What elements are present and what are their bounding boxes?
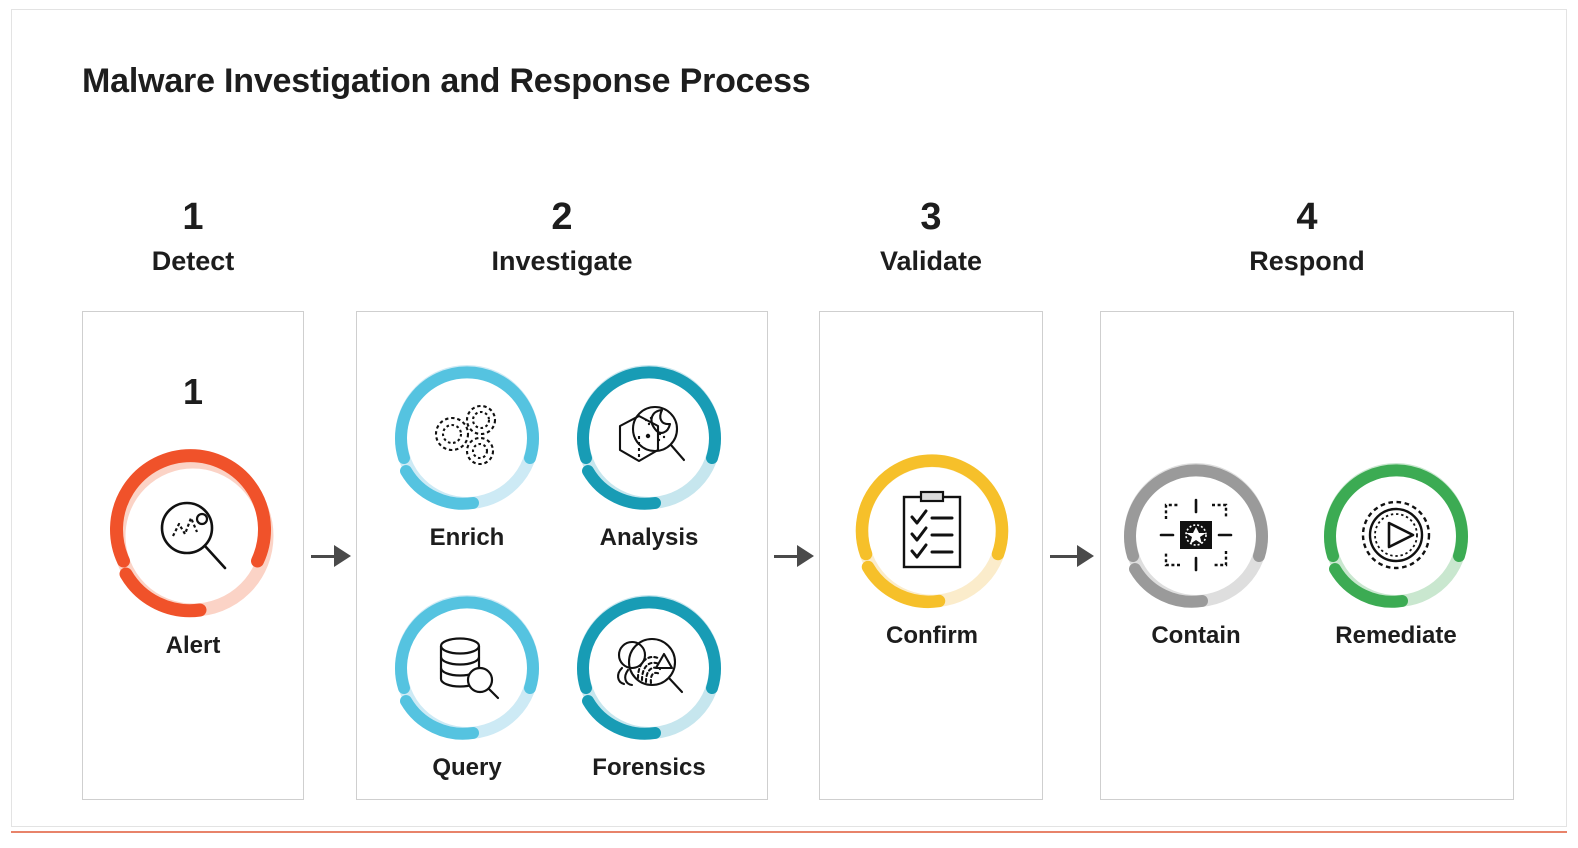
stage-label: Investigate — [491, 246, 633, 276]
arrow-shaft — [1050, 554, 1077, 558]
ring-remediate — [1317, 456, 1475, 614]
stage-header-respond: 4 Respond — [1100, 198, 1514, 275]
stage-number: 1 — [182, 196, 204, 238]
virus-magnifier-cube-icon — [608, 398, 690, 476]
node-label: Remediate — [1335, 622, 1457, 649]
ring-enrich — [388, 358, 546, 516]
node-label: Enrich — [429, 524, 505, 551]
ring-alert — [105, 448, 281, 624]
magnifier-waveform-icon — [151, 494, 235, 578]
ring-query — [388, 588, 546, 746]
stage-number: 3 — [920, 196, 942, 238]
stage-label: Detect — [151, 246, 235, 276]
arrow-shaft — [311, 554, 334, 558]
stage-label: Validate — [879, 246, 983, 276]
node-label: Query — [432, 754, 502, 781]
stage-header-investigate: 2 Investigate — [356, 198, 768, 275]
node-contain[interactable]: Contain — [1117, 456, 1275, 648]
gears-icon — [427, 401, 507, 473]
node-alert[interactable]: Alert — [105, 448, 281, 658]
node-query[interactable]: Query — [388, 588, 546, 780]
bottom-accent-bar — [11, 831, 1567, 833]
fingerprint-magnifier-icon — [608, 630, 690, 704]
arrow-validate-to-respond — [1050, 544, 1094, 568]
node-label: Contain — [1151, 622, 1241, 649]
arrow-shaft — [774, 554, 797, 558]
node-label: Analysis — [599, 524, 699, 551]
clipboard-checklist-icon — [896, 489, 968, 573]
ring-confirm — [849, 448, 1015, 614]
arrow-investigate-to-validate — [774, 544, 814, 568]
page-title: Malware Investigation and Response Proce… — [82, 62, 811, 100]
node-remediate[interactable]: Remediate — [1317, 456, 1475, 648]
node-confirm[interactable]: Confirm — [849, 448, 1015, 648]
node-analysis[interactable]: Analysis — [570, 358, 728, 550]
ring-contain — [1117, 456, 1275, 614]
stage-header-validate: 3 Validate — [819, 198, 1043, 275]
node-label: Alert — [165, 632, 221, 659]
arrow-head — [797, 545, 814, 567]
detect-inner-number: 1 — [182, 371, 204, 412]
stage-box-respond[interactable] — [1100, 311, 1514, 800]
node-label: Confirm — [886, 622, 978, 649]
node-forensics[interactable]: Forensics — [570, 588, 728, 780]
arrow-head — [334, 545, 351, 567]
stage-header-detect: 1 Detect — [82, 198, 304, 275]
arrow-detect-to-investigate — [311, 544, 351, 568]
node-label: Forensics — [592, 754, 706, 781]
database-search-icon — [430, 631, 504, 703]
node-enrich[interactable]: Enrich — [388, 358, 546, 550]
target-quarantine-icon — [1158, 497, 1234, 573]
stage-number: 4 — [1296, 196, 1318, 238]
ring-forensics — [570, 588, 728, 746]
ring-analysis — [570, 358, 728, 516]
gear-play-icon — [1355, 494, 1437, 576]
arrow-head — [1077, 545, 1094, 567]
stage-number: 2 — [551, 196, 573, 238]
stage-label: Respond — [1249, 246, 1365, 276]
